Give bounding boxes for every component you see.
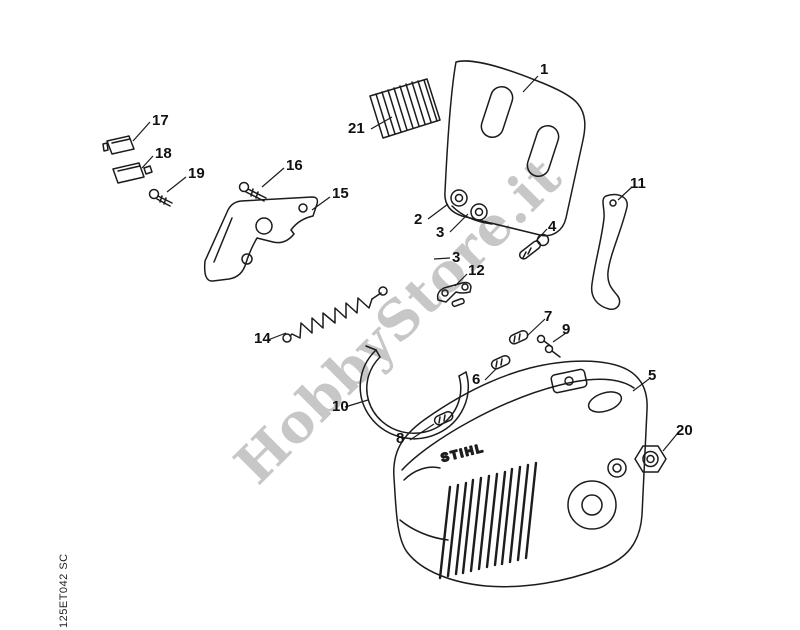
part-15-bracket-drawing [203,196,319,282]
leader-line-11 [617,186,633,201]
part-label-4: 4 [548,218,557,235]
part-label-8: 8 [396,430,405,447]
part-label-18: 18 [155,145,172,162]
leader-line-3 [449,213,469,233]
part-label-17: 17 [152,112,169,129]
leader-line-6 [484,367,498,381]
part-label-19: 19 [188,165,205,182]
leader-line-14 [267,332,287,341]
part-16-screw-drawing [238,181,267,202]
part-20-nut-drawing [634,445,667,473]
part-21-grip-pad-drawing [369,78,441,139]
part-label-11: 11 [630,175,646,192]
part-label-9: 9 [562,321,571,338]
part-label-6: 6 [472,371,481,388]
part-label-3b: 3 [452,249,461,266]
part-19-screw-drawing [148,188,173,207]
part-10-brake-band-drawing [359,345,469,440]
part-label-5: 5 [648,367,657,384]
part-11-brake-lever-drawing [590,193,628,311]
part-label-10: 10 [332,398,349,415]
part-4-screw-drawing [518,233,550,260]
leader-line-17 [132,121,151,142]
leader-line-5 [632,378,650,392]
leader-line-10 [344,399,369,408]
part-label-20: 20 [676,422,693,439]
part-label-3: 3 [436,224,445,241]
leader-line-9 [552,332,567,343]
part-label-2: 2 [414,211,423,228]
leader-line-18 [141,155,154,169]
leader-line-3b [433,257,451,260]
leader-line-20 [662,433,678,452]
part-label-15: 15 [332,185,349,202]
part-label-21: 21 [348,120,365,137]
leader-line-15 [311,196,331,211]
leader-line-21 [370,116,393,130]
part-7-pin-drawing [508,329,529,345]
leader-lines [132,75,678,452]
leader-line-7 [526,318,546,337]
part-14-spring-drawing [282,286,388,343]
leader-line-12 [454,273,468,287]
leader-line-2 [427,203,449,220]
part-label-7: 7 [544,308,553,325]
leader-line-16 [261,167,285,188]
part-9-screws-drawing [536,334,561,358]
leader-line-4 [535,228,548,242]
part-label-1: 1 [540,61,549,78]
part-label-16: 16 [286,157,303,174]
part-5-sprocket-cover-drawing: STIHL [393,360,648,588]
leader-line-19 [166,176,187,193]
part-17-clip-drawing [102,135,135,155]
part-label-14: 14 [254,330,271,347]
leader-line-1 [522,75,539,93]
part-1-hand-guard-drawing [444,60,586,237]
document-code: 125ET042 SC [58,553,70,628]
leader-line-8 [409,423,435,441]
part-6-pin-drawing [490,354,511,370]
part-label-12: 12 [468,262,485,279]
part-18-clip-drawing [112,162,153,184]
cover-brand-logo: STIHL [439,441,486,465]
part-12-pawl-drawing [436,281,472,308]
